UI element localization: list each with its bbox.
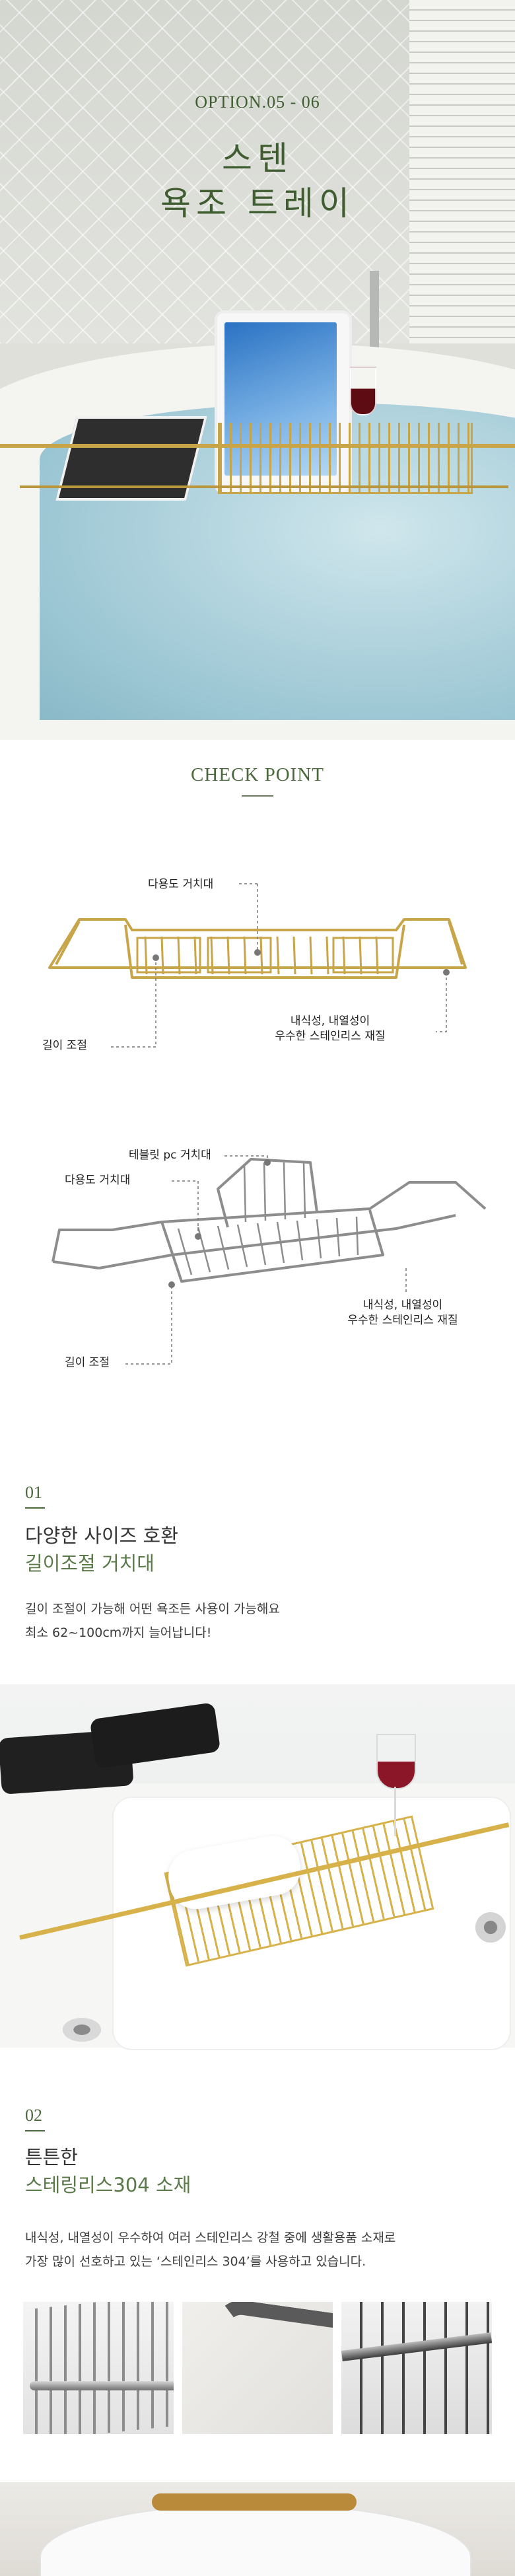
label-multi-holder-2: 다용도 거치대: [65, 1174, 131, 1187]
section-number-underline: [25, 1507, 45, 1509]
detail-thumb-basket: [23, 2302, 174, 2434]
wine-glass: [376, 1734, 416, 1789]
label-length-adjust-2: 길이 조절: [65, 1356, 110, 1369]
wire-bars: [23, 2302, 174, 2434]
steel-rod: [30, 2381, 174, 2390]
label-tablet-holder: 테블릿 pc 거치대: [129, 1149, 211, 1162]
detail-thumb-bend: [182, 2302, 333, 2434]
gold-tray-diagram: [48, 883, 467, 1048]
tray-rail: [0, 444, 515, 448]
wine-glass-stem: [394, 1787, 396, 1836]
label-material-2b: 우수한 스테인리스 재질: [347, 1314, 458, 1327]
checkpoint-title: CHECK POINT: [191, 764, 324, 785]
option-label: OPTION.05 - 06: [195, 92, 320, 112]
tray-rail-lower: [20, 485, 508, 488]
hero-title-line1: 스텐: [222, 139, 293, 178]
label-material-1: 내식성, 내열성이: [290, 1015, 370, 1028]
detail-thumb-grid: [341, 2302, 492, 2434]
hero-title-line2: 욕조 트레이: [160, 184, 355, 223]
checkpoint-underline: [242, 795, 273, 797]
label-length-adjust: 길이 조절: [42, 1039, 87, 1052]
drain: [63, 2018, 101, 2042]
wire-bars: [341, 2302, 492, 2434]
steel-bend: [200, 2302, 333, 2434]
section2-text-2: 가장 많이 선호하고 있는 ‘스테인리스 304’를 사용하고 있습니다.: [25, 2254, 366, 2269]
label-material-2a: 내식성, 내열성이: [362, 1299, 443, 1312]
section1-text-2: 최소 62~100cm까지 늘어납니다!: [25, 1626, 212, 1640]
section2-title: 튼튼한: [25, 2146, 79, 2168]
section2-subtitle: 스테링리스304 소재: [25, 2174, 191, 2196]
section-number-01: 01: [25, 1483, 42, 1502]
section-number-underline: [25, 2130, 45, 2131]
silver-tray-diagram: [52, 1155, 487, 1365]
section1-text-1: 길이 조절이 가능해 어떤 욕조든 사용이 가능해요: [25, 1602, 280, 1616]
label-material-2: 우수한 스테인리스 재질: [275, 1030, 386, 1043]
section-number-02: 02: [25, 2106, 42, 2125]
tray-basket: [218, 423, 473, 494]
section2-text-1: 내식성, 내열성이 우수하여 여러 스테인리스 강철 중에 생활용품 소재로: [25, 2231, 396, 2245]
section1-subtitle: 길이조절 거치대: [25, 1552, 154, 1575]
label-multi-holder: 다용도 거치대: [148, 878, 214, 891]
jet-nozzle: [475, 1912, 506, 1943]
wine-glass: [350, 367, 376, 415]
tray-rail: [152, 2493, 357, 2511]
window-blind: [409, 0, 515, 343]
section1-title: 다양한 사이즈 호환: [25, 1524, 178, 1547]
